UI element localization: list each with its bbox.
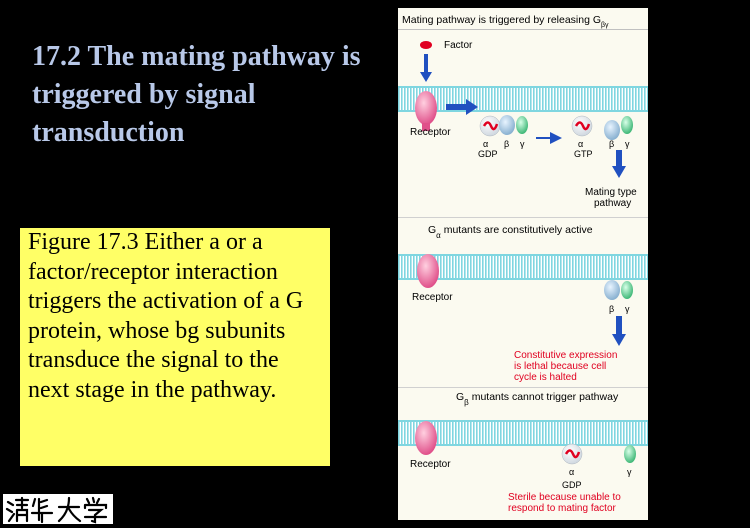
- g-gamma-only: [624, 445, 636, 463]
- outcome-line-2: pathway: [594, 198, 631, 209]
- g-beta-subunit: [499, 115, 515, 135]
- cell-membrane-3: [398, 420, 648, 446]
- down-arrow-icon-3: [612, 316, 626, 346]
- slide-title: 17.2 The mating pathway is triggered by …: [32, 41, 361, 148]
- g-gamma-free: [621, 281, 633, 299]
- receptor-label-2: Receptor: [412, 292, 453, 303]
- g-protein-figure: Mating pathway is triggered by releasing…: [398, 8, 648, 520]
- g-gamma-released: [621, 116, 633, 134]
- right-arrow-icon: [446, 99, 478, 115]
- cell-membrane: [398, 86, 648, 112]
- figure-caption: Figure 17.3 Either a or a factor/recepto…: [20, 228, 330, 466]
- receptor-icon-3: [415, 421, 437, 455]
- panel-3-heading: Gβ mutants cannot trigger pathway: [456, 391, 619, 407]
- receptor-icon: [415, 91, 437, 125]
- cell-membrane-2: [398, 254, 648, 280]
- beta-label-2: β: [609, 139, 614, 149]
- g-gamma-subunit: [516, 116, 528, 134]
- panel-2-outcome-3: cycle is halted: [514, 372, 577, 383]
- panel-1-heading: Mating pathway is triggered by releasing…: [402, 14, 609, 29]
- gdp-label-2: GDP: [562, 480, 582, 490]
- down-arrow-icon-2: [612, 150, 626, 178]
- alpha-label: α: [483, 139, 488, 149]
- alpha-label-3: α: [569, 467, 574, 477]
- factor-label: Factor: [444, 40, 473, 51]
- panel-2-outcome-2: is lethal because cell: [514, 361, 606, 372]
- receptor-label-3: Receptor: [410, 459, 451, 470]
- panel-2: Gα mutants are constitutively active Rec…: [398, 224, 648, 383]
- beta-label: β: [504, 139, 509, 149]
- panel-2-outcome-1: Constitutive expression: [514, 350, 617, 361]
- gamma-label: γ: [520, 139, 525, 149]
- panel-3: Gβ mutants cannot trigger pathway Recept…: [398, 391, 648, 514]
- panel-3-outcome-1: Sterile because unable to: [508, 492, 621, 503]
- gamma-label-4: γ: [627, 467, 632, 477]
- alpha-label-2: α: [578, 139, 583, 149]
- panel-1: Mating pathway is triggered by releasing…: [398, 14, 648, 209]
- receptor-icon-2: [417, 254, 439, 288]
- panel-3-outcome-2: respond to mating factor: [508, 503, 617, 514]
- gamma-label-2: γ: [625, 139, 630, 149]
- down-arrow-icon: [420, 54, 432, 82]
- gdp-label: GDP: [478, 149, 498, 159]
- panel-2-heading: Gα mutants are constitutively active: [428, 224, 593, 240]
- g-beta-free: [604, 280, 620, 300]
- university-logo: [3, 494, 113, 524]
- beta-label-3: β: [609, 304, 614, 314]
- g-beta-released: [604, 120, 620, 140]
- receptor-label: Receptor: [410, 127, 451, 138]
- outcome-line-1: Mating type: [585, 187, 637, 198]
- mating-factor-icon: [420, 41, 432, 49]
- gamma-label-3: γ: [625, 304, 630, 314]
- gtp-label: GTP: [574, 149, 593, 159]
